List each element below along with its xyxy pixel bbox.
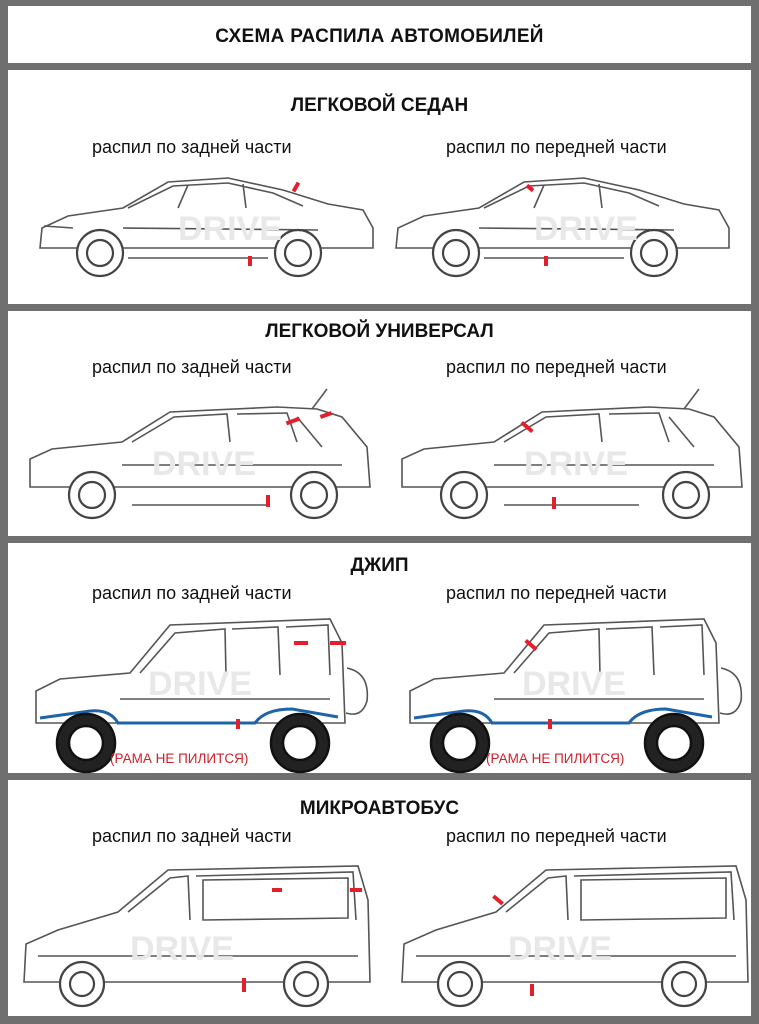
sedan-front-cut-illustration: DRIVE [395, 177, 730, 278]
left-caption: распил по задней части [92, 826, 292, 846]
jeep-rear-cut-illustration: DRIVE [35, 618, 369, 774]
section-title: ЛЕГКОВОЙ УНИВЕРСАЛ [265, 321, 494, 342]
cut-mark [242, 978, 246, 992]
section-title: ДЖИП [350, 555, 409, 576]
rear-wheel [660, 960, 708, 1008]
watermark: DRIVE [130, 930, 234, 968]
cut-mark [330, 641, 346, 645]
minibus-front-cut-illustration: DRIVE [401, 865, 749, 1008]
cut-mark [294, 641, 308, 645]
right-caption: распил по передней части [446, 357, 667, 377]
cut-mark [520, 420, 534, 434]
hatchback-front-cut-illustration: DRIVE [401, 388, 743, 520]
left-caption: распил по задней части [92, 137, 292, 157]
front-wheel [55, 712, 117, 774]
hatchback-rear-cut-illustration: DRIVE [29, 388, 371, 520]
cut-mark [530, 984, 534, 996]
watermark: DRIVE [522, 665, 626, 703]
cut-mark [350, 888, 362, 892]
cut-mark [552, 497, 556, 509]
cut-mark [236, 719, 240, 729]
rear-wheel [282, 960, 330, 1008]
cut-mark [525, 183, 535, 193]
jeep-front-cut-illustration: DRIVE [409, 618, 743, 774]
cut-mark [291, 181, 301, 193]
rear-wheel [269, 712, 331, 774]
sedan-rear-cut-illustration: DRIVE [39, 177, 374, 278]
front-wheel [58, 960, 106, 1008]
watermark: DRIVE [148, 665, 252, 703]
section-minibus: МИКРОАВТОБУС распил по задней части расп… [8, 780, 751, 1016]
rear-wheel [273, 228, 323, 278]
frame-line [413, 707, 713, 725]
rear-wheel [661, 470, 711, 520]
left-caption: распил по задней части [92, 357, 292, 377]
rear-wheel [289, 470, 339, 520]
header-box: СХЕМА РАСПИЛА АВТОМОБИЛЕЙ [8, 6, 751, 63]
left-caption: распил по задней части [92, 583, 292, 603]
right-caption: распил по передней части [446, 826, 667, 846]
right-caption: распил по передней части [446, 583, 667, 603]
cut-mark [319, 411, 333, 419]
watermark: DRIVE [508, 930, 612, 968]
frame-note: (РАМА НЕ ПИЛИТСЯ) [486, 751, 625, 766]
minibus-rear-cut-illustration: DRIVE [23, 865, 371, 1008]
cut-mark [266, 495, 270, 507]
watermark: DRIVE [524, 445, 628, 483]
section-title: МИКРОАВТОБУС [299, 798, 460, 819]
frame-line [39, 707, 339, 725]
watermark: DRIVE [534, 210, 638, 248]
rear-wheel [643, 712, 705, 774]
front-wheel [436, 960, 484, 1008]
frame-note: (РАМА НЕ ПИЛИТСЯ) [110, 751, 249, 766]
cut-mark [492, 894, 504, 906]
page-title: СХЕМА РАСПИЛА АВТОМОБИЛЕЙ [215, 26, 544, 47]
cut-mark [285, 416, 301, 426]
cut-mark [272, 888, 282, 892]
right-caption: распил по передней части [446, 137, 667, 157]
cut-mark [248, 256, 252, 266]
front-wheel [431, 228, 481, 278]
front-wheel [439, 470, 489, 520]
section-hatchback: ЛЕГКОВОЙ УНИВЕРСАЛ распил по задней част… [8, 311, 751, 536]
front-wheel [429, 712, 491, 774]
cut-mark [524, 638, 538, 652]
watermark: DRIVE [178, 210, 282, 248]
section-sedan: ЛЕГКОВОЙ СЕДАН распил по задней части ра… [8, 70, 751, 304]
rear-wheel [629, 228, 679, 278]
front-wheel [75, 228, 125, 278]
front-wheel [67, 470, 117, 520]
section-jeep: ДЖИП распил по задней части распил по пе… [8, 543, 751, 774]
watermark: DRIVE [152, 445, 256, 483]
section-title: ЛЕГКОВОЙ СЕДАН [290, 95, 469, 116]
cut-mark [548, 719, 552, 729]
cut-mark [544, 256, 548, 266]
